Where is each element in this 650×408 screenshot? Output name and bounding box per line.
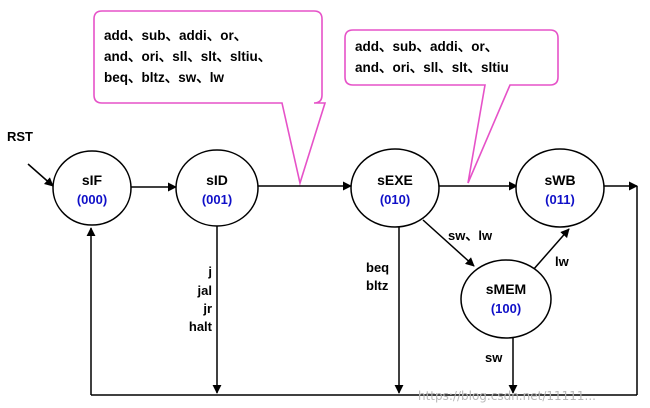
callout-left-line-1: add、sub、addi、or、: [104, 28, 247, 43]
label-jal: jal: [197, 283, 212, 298]
state-sexe: sEXE (010): [350, 148, 440, 228]
state-sif-code: (000): [77, 192, 107, 207]
state-smem: sMEM (100): [460, 259, 552, 339]
state-sid-name: sID: [206, 172, 228, 188]
label-sexe-to-smem: sw、lw: [448, 228, 493, 243]
rst-label: RST: [7, 129, 33, 144]
label-smem-down: sw: [485, 350, 503, 365]
label-smem-to-swb: lw: [555, 254, 570, 269]
state-swb-code: (011): [545, 192, 575, 207]
state-sid-code: (001): [202, 192, 232, 207]
state-swb-name: sWB: [544, 172, 575, 188]
state-sif: sIF (000): [52, 150, 132, 226]
state-smem-code: (100): [491, 301, 521, 316]
label-sexe-down: beq bltz: [366, 260, 389, 293]
state-sif-name: sIF: [82, 172, 103, 188]
state-smem-name: sMEM: [486, 281, 526, 297]
label-beq: beq: [366, 260, 389, 275]
state-swb: sWB (011): [515, 148, 605, 228]
label-jr: jr: [202, 301, 212, 316]
callout-left-line-3: beq、bltz、sw、lw: [104, 70, 225, 85]
label-sid-down: j jal jr halt: [189, 264, 213, 334]
callout-right-line-2: and、ori、sll、slt、sltiu: [355, 60, 509, 75]
state-sexe-code: (010): [380, 192, 410, 207]
arrow-smem-to-swb: [532, 228, 570, 271]
state-sexe-name: sEXE: [377, 172, 413, 188]
callout-left: add、sub、addi、or、 and、ori、sll、slt、sltiu、 …: [93, 10, 327, 187]
callout-right: add、sub、addi、or、 and、ori、sll、slt、sltiu: [344, 29, 559, 184]
state-sid: sID (001): [175, 149, 259, 227]
label-halt: halt: [189, 319, 213, 334]
watermark: https://blog.csdn.net/11111...: [418, 389, 596, 403]
callout-right-line-1: add、sub、addi、or、: [355, 39, 498, 54]
arrow-sexe-to-smem: [422, 219, 475, 267]
rst-arrow: [27, 163, 54, 187]
label-j: j: [207, 264, 212, 279]
callout-left-line-2: and、ori、sll、slt、sltiu、: [104, 49, 271, 64]
label-bltz: bltz: [366, 278, 389, 293]
